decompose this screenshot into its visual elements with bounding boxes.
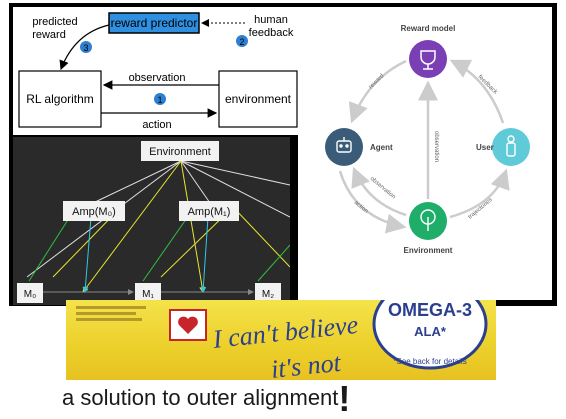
- trajectories-edge: [449, 168, 510, 219]
- step-3-label: 3: [83, 43, 88, 53]
- person-icon: [506, 135, 516, 157]
- robot-icon: [336, 137, 352, 153]
- yellow-line-5: [232, 206, 290, 268]
- butter-package-image: I can't believe it's not OMEGA-3 ALA* *S…: [66, 300, 496, 380]
- rl-algorithm-box: [18, 70, 102, 128]
- amp-m0-label: Amp(M₀): [72, 206, 116, 218]
- yellow-line-1: [82, 160, 182, 293]
- reward-edge: [348, 59, 407, 124]
- step-2-badge: [236, 35, 248, 47]
- predicted-reward-arrow: [59, 24, 110, 71]
- amp-m1-box: [179, 201, 239, 221]
- tree-icon: [420, 209, 436, 231]
- m1-label: M₁: [142, 289, 154, 300]
- rlhf-loop-diagram: reward predictor human feedback 2 predic…: [13, 7, 301, 135]
- step-2-label: 2: [239, 37, 244, 47]
- observation-left-edge: [351, 166, 407, 217]
- environment-box: [218, 70, 298, 128]
- reward-edge-label: reward: [368, 73, 385, 90]
- agent-node: [325, 128, 363, 166]
- reward-predictor-label: reward predictor: [111, 16, 198, 30]
- m1-box: [135, 283, 161, 303]
- feedback-edge: [449, 59, 505, 124]
- green-line-3: [257, 244, 290, 282]
- env-line-3: [180, 160, 290, 186]
- cyan-line-2: [200, 216, 209, 293]
- heart-check-logo: [169, 309, 207, 341]
- human-feedback-label-1: human: [254, 14, 288, 26]
- reward-predictor-box: [108, 12, 200, 34]
- amp-m0-box: [63, 201, 125, 221]
- trophy-icon: [420, 50, 436, 70]
- step-1-badge: [154, 93, 166, 105]
- user-label: User: [476, 143, 494, 152]
- environment-label: environment: [225, 92, 292, 106]
- omega3-badge: OMEGA-3 ALA* *See back for details: [372, 300, 488, 370]
- user-node: [492, 128, 530, 166]
- cyan-line-1: [82, 216, 92, 293]
- m0-label: M₀: [24, 289, 36, 300]
- m2-box: [255, 283, 281, 303]
- yellow-line-2: [180, 160, 206, 293]
- caption: a solution to outer alignment!: [62, 372, 350, 419]
- agent-label: Agent: [370, 143, 393, 152]
- m2-label: M₂: [262, 289, 274, 300]
- omega3-sub: ALA*: [414, 324, 447, 339]
- reward-model-node: [409, 40, 447, 78]
- m0-box: [17, 283, 43, 303]
- fine-print: [76, 306, 146, 321]
- amp-m1-label: Amp(M₁): [188, 206, 231, 218]
- observation-center-label: observation: [433, 131, 439, 162]
- green-line-1: [28, 214, 72, 282]
- caption-text: a solution to outer alignment: [62, 385, 339, 410]
- predicted-reward-label-1: predicted: [32, 16, 77, 28]
- reward-model-label: Reward model: [401, 24, 456, 33]
- step-3-badge: [80, 41, 92, 53]
- amplification-diagram: Environment Amp(M₀) Amp(M₁) M₀ M₁ M₂: [13, 137, 290, 305]
- observation-label: observation: [129, 72, 186, 84]
- action-edge: [338, 170, 407, 234]
- slogan-line-2: it's not: [270, 348, 343, 380]
- rl-algorithm-label: RL algorithm: [26, 92, 94, 106]
- omega3-text: OMEGA-3: [388, 300, 472, 320]
- env-line-1: [92, 160, 182, 204]
- green-line-2: [142, 214, 190, 282]
- step-1-label: 1: [157, 95, 162, 105]
- environment-box: [141, 141, 219, 161]
- action-edge-label: action: [353, 200, 369, 215]
- reward-modeling-diagram: Reward model Agent User Environment r: [298, 7, 552, 300]
- env-line-4: [180, 160, 290, 218]
- human-feedback-label-2: feedback: [249, 27, 294, 39]
- omega3-note: *See back for details: [393, 357, 466, 366]
- caption-exclamation: !: [338, 378, 351, 419]
- env-line-5: [180, 160, 211, 204]
- environment-label: Environment: [149, 146, 211, 158]
- environment-node-label: Environment: [404, 246, 453, 255]
- action-label: action: [142, 119, 171, 131]
- predicted-reward-label-2: reward: [32, 29, 66, 41]
